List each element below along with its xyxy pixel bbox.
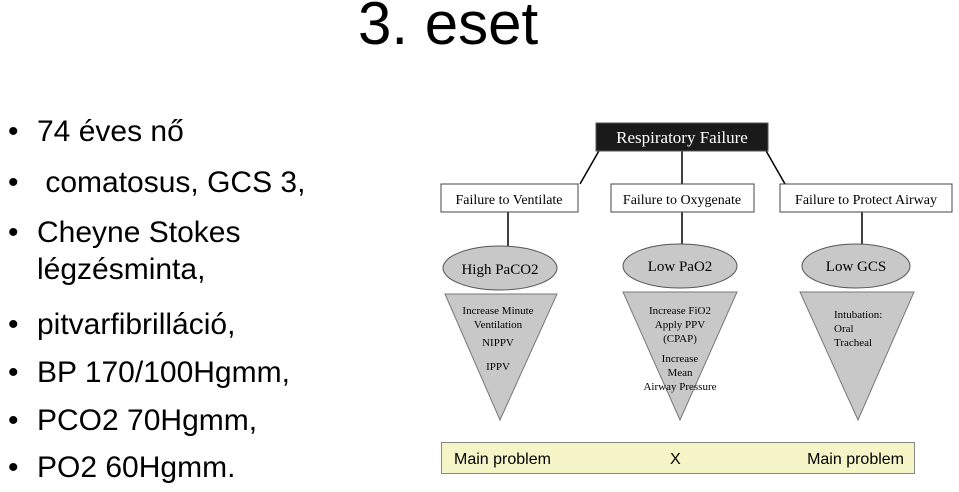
- bullet-text: PCO2 70Hgmm,: [37, 404, 258, 437]
- bullet-icon: •: [8, 356, 19, 389]
- category-label: Failure to Oxygenate: [623, 193, 741, 208]
- finding-ellipse: [622, 243, 738, 289]
- category-box-oxygenate: [610, 183, 755, 213]
- treatment-line: Increase Minute: [462, 305, 533, 317]
- treatment-line: Intubation:: [834, 309, 882, 321]
- root-label: Respiratory Failure: [616, 128, 748, 147]
- bullet-text: 74 éves nő: [37, 115, 184, 148]
- treatment-line: Mean: [667, 367, 693, 379]
- treatment-line: Airway Pressure: [643, 381, 716, 393]
- treatment-triangle: [622, 291, 738, 422]
- problem-label-left: Main problem: [454, 451, 551, 468]
- treatment-line: (CPAP): [663, 333, 697, 345]
- bullet-icon: •: [8, 115, 19, 148]
- treatment-triangle: [799, 291, 915, 422]
- bullet-continuation: légzésminta,: [37, 253, 206, 286]
- bullet-text: comatosus, GCS 3,: [37, 166, 306, 199]
- treatment-text-protect-airway: Intubation: Oral Tracheal: [834, 309, 882, 349]
- bullet-text: BP 170/100Hgmm,: [37, 356, 290, 389]
- connector-line: [579, 148, 601, 185]
- bullet-icon: •: [8, 216, 19, 249]
- problem-label-right: Main problem: [807, 451, 904, 468]
- connectors: [507, 148, 863, 246]
- treatment-line: Oral: [834, 323, 854, 335]
- treatment-line: IPPV: [486, 361, 510, 373]
- treatment-triangle: [444, 293, 558, 422]
- treatment-line: Increase: [662, 353, 699, 365]
- treatment-line: Increase FiO2: [649, 305, 711, 317]
- bullet-icon: •: [8, 166, 19, 199]
- problem-marker: X: [670, 451, 681, 468]
- bullet-icon: •: [8, 451, 19, 484]
- problem-bar: Main problem X Main problem: [441, 442, 915, 474]
- finding-ellipse: [801, 243, 911, 289]
- treatment-line: Apply PPV: [655, 319, 705, 331]
- treatment-text-oxygenate: Increase FiO2 Apply PPV (CPAP) Increase …: [643, 305, 716, 393]
- bullet-text: PO2 60Hgmm.: [37, 451, 236, 484]
- slide-title: 3. eset: [358, 0, 539, 57]
- bullet-icon: •: [8, 404, 19, 437]
- finding-ellipse: [442, 245, 558, 291]
- bullet-text: Cheyne Stokes: [37, 216, 241, 249]
- treatment-line: Ventilation: [474, 319, 523, 331]
- finding-label: Low GCS: [826, 259, 886, 275]
- connector-line: [764, 148, 786, 185]
- bullet-icon: •: [8, 308, 19, 341]
- finding-label: Low PaO2: [648, 259, 713, 275]
- treatment-text-ventilate: Increase Minute Ventilation NIPPV IPPV: [462, 305, 533, 373]
- category-label: Failure to Ventilate: [455, 193, 562, 208]
- finding-label: High PaCO2: [461, 262, 538, 278]
- category-box-protect-airway: [779, 183, 953, 213]
- category-box-ventilate: [440, 183, 579, 213]
- root-box: [595, 122, 769, 152]
- category-label: Failure to Protect Airway: [795, 193, 937, 208]
- treatment-line: NIPPV: [482, 337, 514, 349]
- treatment-line: Tracheal: [834, 337, 872, 349]
- bullet-text: pitvarfibrilláció,: [37, 308, 236, 341]
- respiratory-failure-diagram: Respiratory Failure Failure to Ventilate…: [440, 122, 953, 422]
